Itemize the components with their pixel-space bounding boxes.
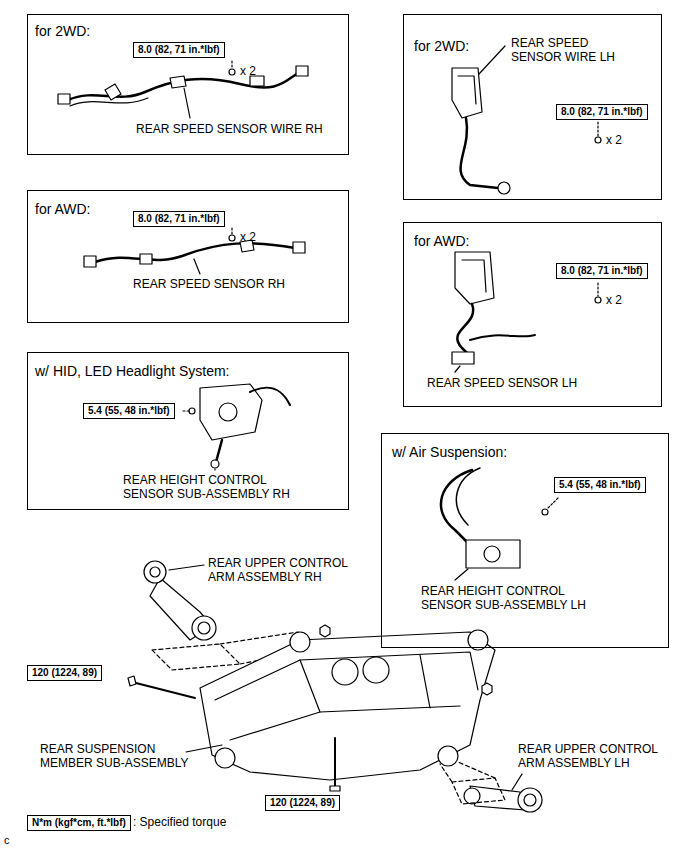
speed-sensor — [84, 228, 305, 274]
panel-frame: 5.4 (55, 48 in.*lbf) w/ HID, LED Headligh… — [27, 352, 349, 510]
panel-heading: for AWD: — [35, 201, 91, 218]
panel-frame: 8.0 (82, 71 in.*lbf) for 2WD: REAR SPEED S… — [27, 14, 349, 155]
quantity-mark: x 2 — [240, 64, 256, 78]
panel-heading: w/ HID, LED Headlight System: — [35, 363, 230, 380]
torque-box: 8.0 (82, 71 in.*lbf) — [133, 42, 225, 58]
panel-heading: w/ Air Suspension: — [392, 444, 507, 461]
torque-box: 8.0 (82, 71 in.*lbf) — [556, 104, 648, 120]
panel-heading: for AWD: — [414, 233, 470, 250]
page-code: c — [4, 834, 10, 847]
quantity-mark: x 2 — [240, 230, 256, 244]
height-control-sensor — [183, 384, 290, 470]
torque-value: 8.0 (82, 71 in.*lbf) — [561, 265, 643, 277]
torque-box: 8.0 (82, 71 in.*lbf) — [133, 211, 225, 227]
part-name: REAR SPEED SENSOR WIRE RH — [136, 122, 323, 136]
torque-box: 5.4 (55, 48 in.*lbf) — [554, 477, 646, 493]
part-name: REAR HEIGHT CONTROL SENSOR SUB-ASSEMBLY … — [123, 473, 298, 502]
panel-heading: for 2WD: — [35, 23, 90, 40]
part-name: REAR SPEED SENSOR WIRE LH — [511, 36, 623, 65]
torque-value: 8.0 (82, 71 in.*lbf) — [561, 106, 643, 118]
torque-box: 5.4 (55, 48 in.*lbf) — [83, 403, 175, 419]
part-name: REAR UPPER CONTROL ARM ASSEMBLY LH — [518, 742, 668, 771]
quantity-mark: x 2 — [606, 133, 622, 147]
torque-value: 120 (1224, 89) — [32, 667, 97, 679]
torque-box: 120 (1224, 89) — [265, 795, 340, 811]
torque-value: 120 (1224, 89) — [270, 797, 335, 809]
panel-frame: 8.0 (82, 71 in.*lbf) for AWD: REAR SPEED S… — [27, 190, 349, 323]
torque-box: N*m (kgf*cm, ft.*lbf) — [27, 815, 131, 831]
panel-frame: 5.4 (55, 48 in.*lbf) w/ Air Suspension: RE… — [381, 433, 669, 648]
torque-value: 8.0 (82, 71 in.*lbf) — [138, 213, 220, 225]
quantity-mark: x 2 — [606, 293, 622, 307]
part-name: REAR HEIGHT CONTROL SENSOR SUB-ASSEMBLY … — [421, 584, 596, 613]
speed-sensor-wire — [452, 46, 601, 194]
torque-box: 120 (1224, 89) — [27, 665, 102, 681]
part-name: REAR SUSPENSION MEMBER SUB-ASSEMBLY — [40, 742, 200, 771]
panel-heading: for 2WD: — [414, 38, 469, 55]
height-control-sensor — [441, 468, 558, 580]
legend-note: : Specified torque — [133, 815, 226, 829]
torque-value: 5.4 (55, 48 in.*lbf) — [88, 405, 170, 417]
panel-frame: 8.0 (82, 71 in.*lbf) for AWD: REAR SPEED S… — [403, 222, 662, 407]
part-name: REAR SPEED SENSOR LH — [427, 376, 577, 390]
panel-frame: 8.0 (82, 71 in.*lbf) for 2WD: REAR SPEED S… — [403, 14, 662, 200]
speed-sensor-wire — [58, 61, 308, 118]
torque-box: 8.0 (82, 71 in.*lbf) — [556, 263, 648, 279]
torque-value: 5.4 (55, 48 in.*lbf) — [559, 479, 641, 491]
part-name: REAR UPPER CONTROL ARM ASSEMBLY RH — [208, 556, 358, 585]
torque-value: N*m (kgf*cm, ft.*lbf) — [32, 817, 126, 829]
torque-value: 8.0 (82, 71 in.*lbf) — [138, 44, 220, 56]
part-name: REAR SPEED SENSOR RH — [133, 277, 285, 291]
